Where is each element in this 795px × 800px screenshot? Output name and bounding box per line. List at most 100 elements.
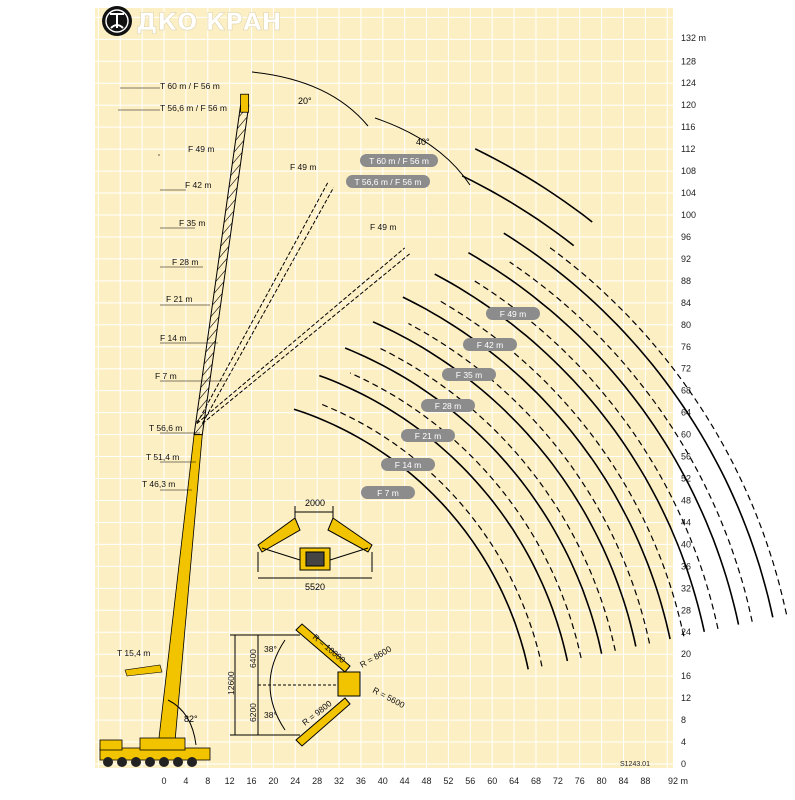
jib-position-20	[196, 181, 329, 424]
wheel	[159, 757, 169, 767]
y-tick-label: 32	[681, 583, 691, 593]
height-label-f28: F 28 m	[172, 257, 198, 267]
y-tick-label: 12	[681, 693, 691, 703]
y-tick-label: 84	[681, 298, 691, 308]
lattice-brace	[230, 163, 241, 176]
y-tick-label: 56	[681, 452, 691, 462]
curve-pill-p_f7	[361, 486, 415, 499]
curve-pill-p_f28	[421, 399, 475, 412]
range-curve-t566	[461, 175, 575, 247]
y-tick-label: 108	[681, 166, 696, 176]
lattice-brace	[200, 375, 211, 388]
lattice-brace	[207, 328, 218, 341]
label-leader-lines	[118, 87, 225, 491]
range-curve-solid	[467, 252, 740, 625]
curve-pill-p_f42	[463, 338, 517, 351]
curve-pill-label: F 42 m	[477, 340, 503, 350]
wheel	[131, 757, 141, 767]
wheel	[173, 757, 183, 767]
curve-pill-label: F 35 m	[456, 370, 482, 380]
reference-code: S1243.01	[620, 761, 650, 768]
height-label-t514: T 51,4 m	[146, 452, 179, 462]
curve-pill-label: T 56,6 m / F 56 m	[355, 177, 422, 187]
y-tick-label: 8	[681, 715, 686, 725]
y-tick-label: 104	[681, 188, 696, 198]
swing-arc	[269, 639, 286, 731]
curve-pill-label: F 49 m	[500, 309, 526, 319]
x-tick-label: 16	[247, 776, 257, 786]
range-curve-dashed	[546, 244, 788, 615]
x-tick-label: 44	[400, 776, 410, 786]
lattice-brace	[210, 305, 221, 318]
angle-arc-82	[167, 699, 197, 746]
y-tick-label: 80	[681, 320, 691, 330]
wheel	[187, 757, 197, 767]
range-curve-solid	[344, 347, 603, 654]
curve-pill-p_t60	[360, 154, 438, 167]
x-tick-label: 68	[531, 776, 541, 786]
x-tick-label: 52	[443, 776, 453, 786]
angle-arc-20	[251, 71, 369, 127]
height-label-t463: T 46,3 m	[142, 479, 175, 489]
height-label-t154: T 15,4 m	[117, 648, 150, 658]
curve-pill-p_f35	[442, 368, 496, 381]
x-tick-label: 40	[378, 776, 388, 786]
lattice-brace	[235, 128, 246, 141]
x-tick-label: 56	[465, 776, 475, 786]
dim-12600: 12600	[226, 671, 236, 695]
lattice-brace	[232, 152, 243, 165]
x-tick-label: 4	[183, 776, 188, 786]
crane-carrier	[99, 664, 211, 767]
lattice-brace	[203, 352, 215, 365]
height-label-f21: F 21 m	[166, 294, 192, 304]
wheel	[103, 757, 113, 767]
x-tick-label: 8	[205, 776, 210, 786]
lattice-brace	[193, 422, 205, 435]
height-label-t60: T 60 m / F 56 m	[160, 81, 220, 91]
height-label-f49: F 49 m	[188, 144, 214, 154]
curve-pill-p_f49	[486, 307, 540, 320]
lattice-brace	[228, 175, 240, 188]
height-label-f42: F 42 m	[185, 180, 211, 190]
height-label-f14: F 14 m	[160, 333, 186, 343]
angle-label-40: 40°	[416, 137, 430, 147]
y-tick-label: 28	[681, 605, 691, 615]
lattice-brace	[220, 234, 231, 247]
x-tick-label: 36	[356, 776, 366, 786]
range-curve-solid	[402, 296, 671, 640]
superlift-width-bottom: 5520	[305, 582, 325, 592]
range-curve-solid	[319, 374, 569, 662]
y-tick-label: 92	[681, 254, 691, 264]
curve-pill-p_f21	[401, 429, 455, 442]
y-tick-label: 40	[681, 539, 691, 549]
lattice-brace	[223, 210, 235, 224]
superstructure	[139, 737, 186, 751]
height-label-t566: T 56,6 m / F 56 m	[160, 103, 227, 113]
y-tick-label: 44	[681, 517, 691, 527]
plot-background	[95, 8, 673, 768]
range-curve-dashed	[378, 346, 616, 651]
superlift-top-view	[230, 623, 361, 747]
y-tick-label: 64	[681, 408, 691, 418]
x-axis-unit-label: 92 m	[668, 776, 688, 786]
superlift-right-arm	[327, 517, 373, 553]
x-tick-label: 12	[225, 776, 235, 786]
range-curve-solid	[293, 408, 529, 670]
y-tick-label: 96	[681, 232, 691, 242]
curve-pill-label: F 28 m	[435, 401, 461, 411]
x-tick-label: 20	[268, 776, 278, 786]
curve-label-pills: T 60 m / F 56 m T 56,6 m / F 56 m F 49 m F …	[346, 154, 540, 499]
x-tick-label: 28	[312, 776, 322, 786]
range-curve-solid	[503, 232, 774, 618]
curve-pill-label: T 60 m / F 56 m	[369, 156, 429, 166]
lattice-brace	[225, 199, 236, 212]
x-tick-label: 64	[509, 776, 519, 786]
lattice-brace	[202, 363, 213, 376]
y-tick-label: 76	[681, 342, 691, 352]
range-curve-t60	[474, 148, 593, 223]
y-tick-label: 20	[681, 649, 691, 659]
brand-name: ДКО КРАН	[136, 8, 282, 36]
x-tick-label: 48	[422, 776, 432, 786]
